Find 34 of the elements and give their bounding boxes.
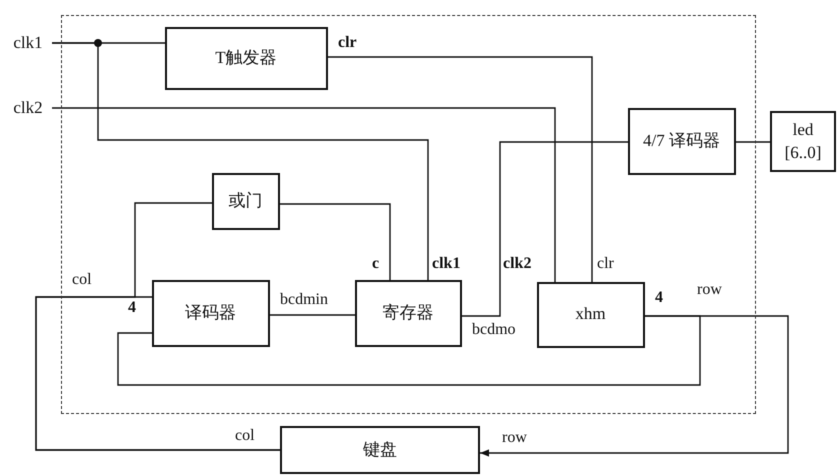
module-box: T触发器: [164, 26, 328, 90]
port-label: 4: [128, 300, 136, 316]
port-label: col: [235, 428, 255, 444]
wire: [52, 107, 556, 282]
wire: [35, 202, 280, 451]
module-box: xhm: [536, 282, 644, 348]
module-box: 4/7 译码器: [628, 108, 736, 174]
module-box: 或门: [212, 172, 280, 230]
module-box: 译码器: [152, 280, 270, 346]
wire: [328, 56, 593, 282]
wire: [736, 141, 770, 143]
wire: [280, 203, 391, 280]
module-box: led [6..0]: [770, 111, 836, 172]
module-box: 键盘: [280, 426, 480, 474]
wire: [117, 315, 701, 386]
port-label: c: [372, 256, 380, 272]
port-label: clk1: [432, 256, 460, 272]
port-label: row: [502, 430, 527, 446]
port-label: bcdmin: [280, 292, 328, 308]
signal-name: clk1: [4, 33, 52, 53]
port-label: 4: [655, 290, 663, 306]
port-label: clr: [597, 256, 614, 272]
port-label: bcdmo: [472, 322, 516, 338]
wire: [270, 314, 355, 316]
port-label: row: [697, 282, 722, 298]
port-label: col: [72, 272, 92, 288]
port-label: clk2: [503, 256, 532, 272]
wire: [462, 141, 628, 317]
wire: [52, 42, 429, 280]
port-label: clr: [338, 35, 357, 51]
arrow: [480, 315, 789, 457]
signal-name: clk2: [4, 98, 52, 118]
dashed-boundary: [61, 15, 756, 414]
module-box: 寄存器: [354, 280, 462, 346]
